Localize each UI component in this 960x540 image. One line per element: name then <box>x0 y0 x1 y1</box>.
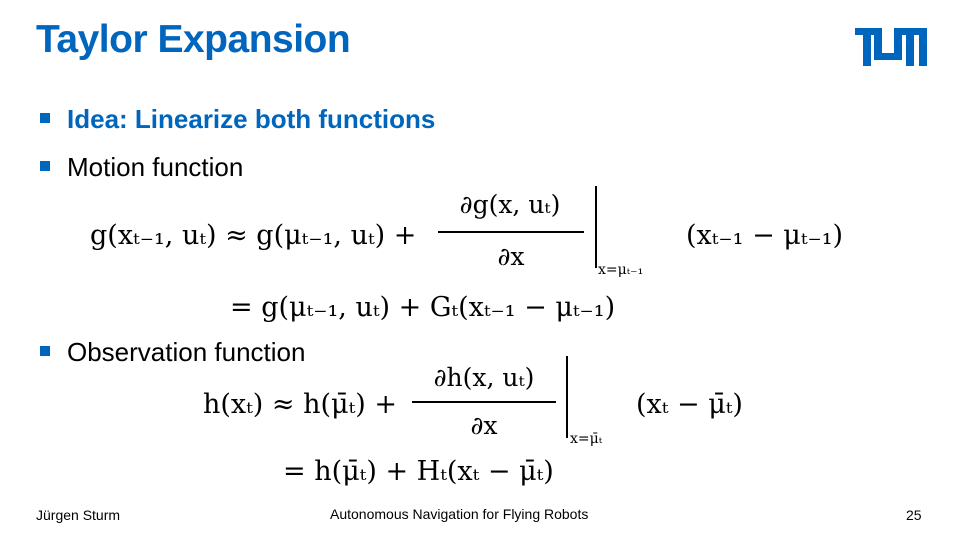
motion-line1-lhs: g(xₜ₋₁, uₜ) ≈ g(μₜ₋₁, uₜ) + <box>90 220 416 251</box>
square-bullet-icon <box>40 113 50 123</box>
page-number: 25 <box>906 507 922 523</box>
motion-eval-point: x=μₜ₋₁ <box>598 262 643 278</box>
observation-equation: h(xₜ) ≈ h(μ̄ₜ) + ∂h(x, uₜ) ∂x x=μ̄ₜ (xₜ … <box>203 356 743 487</box>
square-bullet-icon <box>40 346 50 356</box>
observation-line2: = h(μ̄ₜ) + Hₜ(xₜ − μ̄ₜ) <box>283 456 554 487</box>
bullet-text: Idea: Linearize both functions <box>67 104 436 134</box>
square-bullet-icon <box>40 161 50 171</box>
observation-fraction-numerator: ∂h(x, uₜ) <box>434 363 535 392</box>
observation-eval-point: x=μ̄ₜ <box>570 431 603 447</box>
observation-line1-lhs: h(xₜ) ≈ h(μ̄ₜ) + <box>203 389 397 420</box>
observation-fraction-denominator: ∂x <box>470 411 497 440</box>
motion-fraction-denominator: ∂x <box>497 242 524 271</box>
footer-author: Jürgen Sturm <box>36 507 121 523</box>
slide-title: Taylor Expansion <box>36 18 351 61</box>
motion-line2: = g(μₜ₋₁, uₜ) + Gₜ(xₜ₋₁ − μₜ₋₁) <box>230 292 615 323</box>
motion-equation: g(xₜ₋₁, uₜ) ≈ g(μₜ₋₁, uₜ) + ∂g(x, uₜ) ∂x… <box>90 186 843 323</box>
tum-logo <box>855 28 927 66</box>
footer-course: Autonomous Navigation for Flying Robots <box>330 506 589 522</box>
motion-line1-rhs: (xₜ₋₁ − μₜ₋₁) <box>686 220 843 251</box>
observation-line1-rhs: (xₜ − μ̄ₜ) <box>636 389 743 420</box>
bullet-text: Motion function <box>67 152 244 182</box>
bullet-text: Observation function <box>67 337 306 367</box>
motion-fraction-numerator: ∂g(x, uₜ) <box>460 190 561 219</box>
